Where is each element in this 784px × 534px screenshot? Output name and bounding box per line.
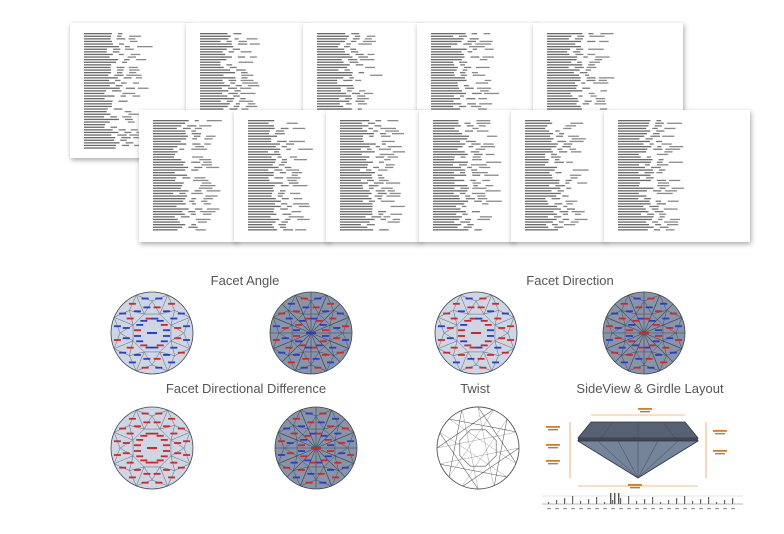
report-page bbox=[139, 110, 237, 242]
report-page bbox=[234, 110, 329, 242]
facet-difference-top-diagram bbox=[110, 406, 194, 490]
report-page bbox=[604, 110, 750, 242]
twist-diagram bbox=[436, 406, 520, 490]
facet-angle-top-diagram bbox=[110, 291, 194, 375]
facet-angle-label: Facet Angle bbox=[210, 273, 280, 288]
facet-direction-label: Facet Direction bbox=[526, 273, 614, 288]
facet-difference-bottom-diagram bbox=[274, 406, 358, 490]
report-page bbox=[70, 23, 190, 158]
report-page bbox=[511, 110, 606, 242]
report-page bbox=[419, 110, 514, 242]
facet-directional-difference-label: Facet Directional Difference bbox=[165, 381, 327, 396]
facet-angle-bottom-diagram bbox=[269, 291, 353, 375]
twist-label: Twist bbox=[460, 381, 490, 396]
side-view-label: SideView & Girdle Layout bbox=[576, 381, 724, 396]
facet-direction-bottom-diagram bbox=[602, 291, 686, 375]
facet-direction-top-diagram bbox=[434, 291, 518, 375]
side-view-girdle-diagram bbox=[542, 408, 743, 510]
report-page bbox=[326, 110, 421, 242]
